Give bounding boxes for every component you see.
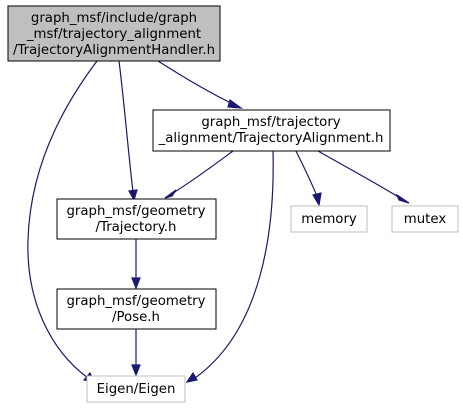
edge-trajectory-to-pose-arrowhead — [131, 277, 141, 290]
node-memory: memory — [290, 205, 368, 233]
node-mutex-box — [391, 205, 459, 233]
node-mutex-label: mutex — [404, 212, 447, 227]
edge-alignment-to-trajectory-arrowhead — [164, 189, 177, 199]
edge-pose-to-eigen-arrowhead — [131, 364, 141, 377]
edge-alignment-to-trajectory — [172, 150, 234, 194]
node-eigen-label: Eigen/Eigen — [97, 382, 176, 397]
node-pose-box — [56, 288, 217, 330]
edge-root-to-eigen — [27, 60, 98, 379]
node-eigen-box — [86, 375, 186, 403]
node-pose-label-line-2: /Pose.h — [112, 310, 160, 325]
node-root-label-line-3: /TrajectoryAlignmentHandler.h — [13, 43, 215, 58]
edge-alignment-to-memory-arrowhead — [312, 192, 322, 207]
node-root-box — [7, 5, 221, 62]
node-root: graph_msf/include/graph _msf/trajectory_… — [7, 5, 221, 62]
node-trajectory-alignment[interactable]: graph_msf/trajectory _alignment/Trajecto… — [152, 109, 391, 152]
edge-alignment-to-mutex — [317, 150, 401, 199]
edge-root-to-trajectory-arrowhead — [128, 189, 138, 202]
node-trajectory-label-line-2: /Trajectory.h — [96, 220, 177, 235]
node-memory-box — [290, 205, 368, 233]
edge-alignment-to-memory — [295, 150, 318, 197]
edge-root-to-trajectory — [118, 60, 134, 193]
node-pose[interactable]: graph_msf/geometry /Pose.h — [56, 288, 217, 330]
edge-root-to-alignment — [157, 60, 234, 105]
edge-alignment-to-mutex-arrowhead — [395, 193, 410, 204]
node-trajectory-label-line-1: graph_msf/geometry — [66, 204, 205, 219]
node-memory-label: memory — [301, 212, 357, 227]
node-mutex: mutex — [391, 205, 459, 233]
edges — [27, 60, 410, 383]
edge-root-to-alignment-arrowhead — [227, 99, 244, 109]
edge-alignment-to-eigen-arrowhead — [185, 371, 198, 383]
node-trajectory-box — [56, 198, 217, 240]
edge-alignment-to-eigen — [194, 150, 274, 379]
node-trajectory[interactable]: graph_msf/geometry /Trajectory.h — [56, 198, 217, 240]
node-pose-label-line-1: graph_msf/geometry — [66, 294, 205, 309]
node-root-label-line-1: graph_msf/include/graph — [31, 11, 197, 26]
node-trajectory-alignment-box — [152, 109, 391, 152]
node-eigen: Eigen/Eigen — [86, 375, 186, 403]
node-trajectory-alignment-label-line-2: _alignment/TrajectoryAlignment.h — [158, 131, 384, 146]
node-root-label-line-2: _msf/trajectory_alignment — [26, 27, 201, 42]
node-trajectory-alignment-label-line-1: graph_msf/trajectory — [201, 115, 340, 130]
